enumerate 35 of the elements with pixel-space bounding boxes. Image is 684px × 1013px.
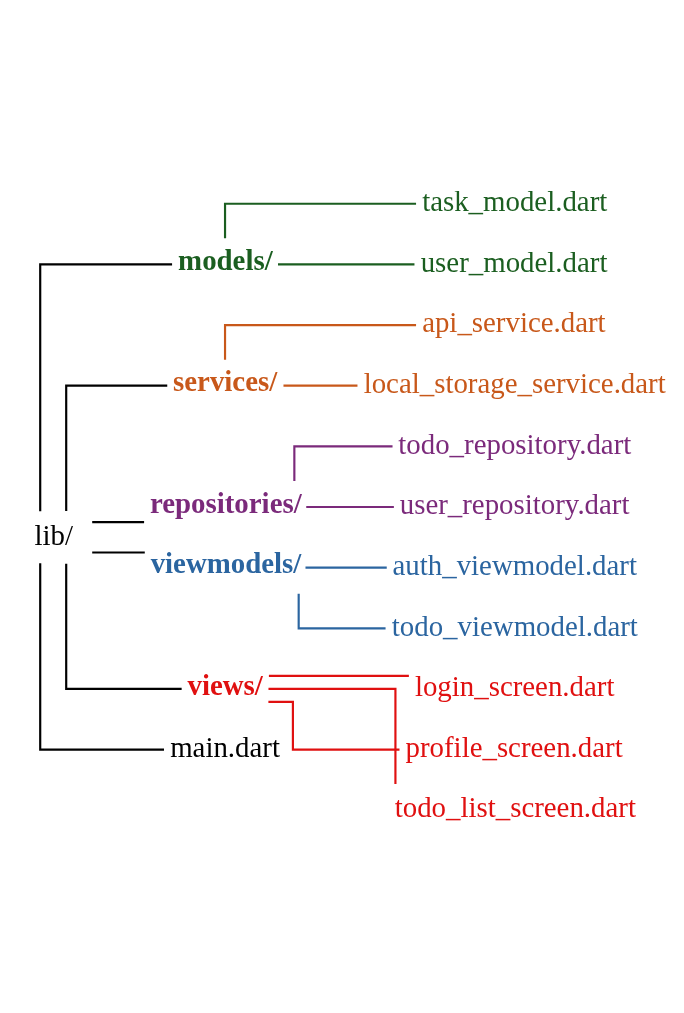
- node-text: user_repository.dart: [399, 487, 630, 520]
- connector: [92, 520, 145, 523]
- node-text: services/: [173, 364, 278, 397]
- connector: [306, 505, 394, 508]
- node-text: task_model.dart: [422, 184, 608, 217]
- node-text: models/: [178, 243, 273, 276]
- connector: [293, 444, 393, 481]
- connector: [39, 562, 164, 751]
- node-text: views/: [187, 668, 263, 701]
- connector: [268, 687, 397, 784]
- connector: [297, 593, 386, 629]
- node-text: repositories/: [149, 486, 302, 519]
- connector: [268, 674, 409, 677]
- node-text: auth_viewmodel.dart: [392, 548, 637, 581]
- connector: [223, 202, 417, 238]
- node-text: user_model.dart: [420, 245, 608, 278]
- connector: [223, 323, 417, 360]
- node-text: login_screen.dart: [414, 669, 615, 702]
- connector: [65, 563, 182, 690]
- node-text: lib/: [34, 518, 73, 551]
- connector: [92, 550, 145, 554]
- node-text: viewmodels/: [150, 546, 302, 579]
- node-text: main.dart: [170, 730, 280, 763]
- connector: [268, 700, 400, 751]
- node-text: local_storage_service.dart: [363, 366, 666, 399]
- node-text: profile_screen.dart: [405, 730, 623, 763]
- node-text: api_service.dart: [422, 305, 606, 338]
- node-text: todo_repository.dart: [398, 427, 632, 460]
- connector: [65, 384, 168, 511]
- connector: [278, 262, 415, 265]
- node-text: todo_viewmodel.dart: [391, 609, 638, 642]
- node-text: todo_list_screen.dart: [394, 790, 636, 823]
- connector: [283, 384, 358, 387]
- connector: [39, 262, 173, 511]
- connector: [305, 566, 387, 569]
